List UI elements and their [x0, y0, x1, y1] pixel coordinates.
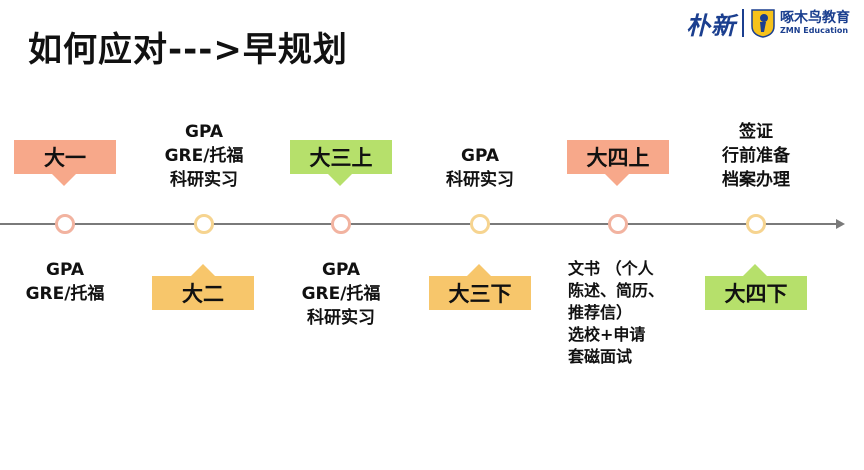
- note-line: GPA: [321, 260, 360, 280]
- note-line: GRE/托福: [25, 284, 105, 304]
- timeline-axis: [0, 223, 840, 225]
- note-line: 科研实习: [446, 170, 514, 190]
- stage-tag-2: 大二: [152, 276, 254, 310]
- stage-4-top-notes: GPA 科研实习: [420, 144, 540, 192]
- timeline-node-1: [55, 214, 75, 234]
- note-line: 档案办理: [722, 170, 790, 190]
- stage-pointer-4: [467, 264, 491, 276]
- note-line: GPA: [184, 122, 223, 142]
- stage-pointer-5: [605, 174, 629, 186]
- stage-pointer-3: [328, 174, 352, 186]
- note-line: 签证: [739, 122, 773, 142]
- note-line: GRE/托福: [301, 284, 381, 304]
- page-title: 如何应对--->早规划: [28, 30, 348, 70]
- timeline-node-6: [746, 214, 766, 234]
- note-line: GPA: [460, 146, 499, 166]
- note-line: 科研实习: [170, 170, 238, 190]
- stage-tag-1: 大一: [14, 140, 116, 174]
- timeline-node-4: [470, 214, 490, 234]
- note-line: 文书 （个人: [568, 259, 654, 278]
- timeline-node-3: [331, 214, 351, 234]
- stage-5-bottom-notes: 文书 （个人 陈述、简历、 推荐信） 选校+申请 套磁面试: [568, 258, 664, 368]
- stage-tag-5: 大四上: [567, 140, 669, 174]
- note-line: 推荐信）: [568, 303, 633, 322]
- note-line: 行前准备: [722, 146, 790, 166]
- note-line: 套磁面试: [568, 347, 633, 366]
- timeline-arrow-icon: [836, 219, 845, 229]
- note-line: 陈述、简历、: [568, 281, 665, 300]
- stage-tag-3: 大三上: [290, 140, 392, 174]
- stage-tag-4: 大三下: [429, 276, 531, 310]
- note-line: 科研实习: [307, 308, 375, 328]
- note-line: 选校+申请: [568, 325, 646, 344]
- stage-2-top-notes: GPA GRE/托福 科研实习: [144, 120, 264, 192]
- note-line: GPA: [45, 260, 84, 280]
- stage-pointer-6: [743, 264, 767, 276]
- brand-logo: 朴新 啄木鸟教育 ZMN Education: [686, 6, 850, 40]
- stage-3-bottom-notes: GPA GRE/托福 科研实习: [281, 258, 401, 330]
- logo-divider: [742, 9, 744, 37]
- logo-brand-text: 朴新: [686, 11, 736, 40]
- stage-1-bottom-notes: GPA GRE/托福: [5, 258, 125, 306]
- note-line: GRE/托福: [164, 146, 244, 166]
- logo-name-cn: 啄木鸟教育: [780, 10, 850, 26]
- stage-pointer-2: [191, 264, 215, 276]
- woodpecker-badge-icon: [751, 9, 775, 38]
- logo-name-en: ZMN Education: [780, 26, 849, 35]
- timeline-node-2: [194, 214, 214, 234]
- stage-pointer-1: [52, 174, 76, 186]
- stage-6-top-notes: 签证 行前准备 档案办理: [696, 120, 816, 192]
- timeline-node-5: [608, 214, 628, 234]
- stage-tag-6: 大四下: [705, 276, 807, 310]
